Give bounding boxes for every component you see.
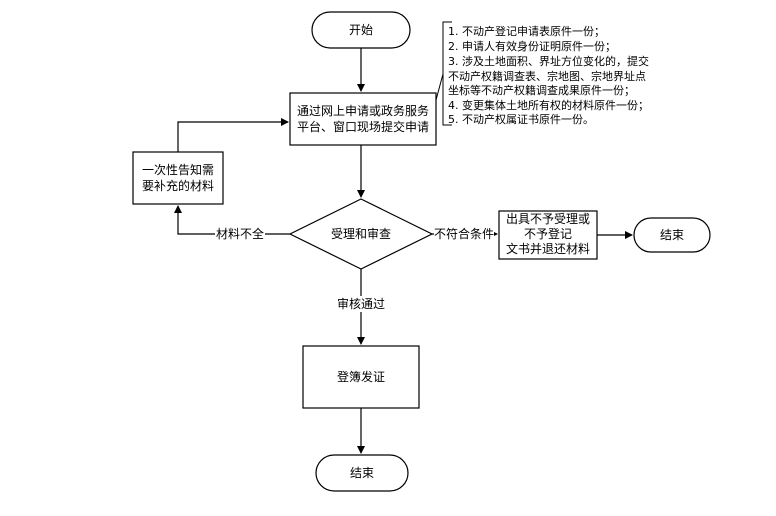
register-label: 登簿发证 — [336, 370, 385, 384]
reject-label-line2: 不予登记 — [523, 227, 572, 241]
end-bottom-terminator — [315, 454, 409, 492]
submit-label-line2: 平台、窗口现场提交申请 — [296, 120, 429, 134]
reject-box — [498, 210, 598, 260]
materials-note-line: 3. 涉及土地面积、界址方位变化的，提交 — [448, 55, 649, 68]
materials-note-line: 1. 不动产登记申请表原件一份； — [448, 25, 605, 38]
incomplete-materials-label: 材料不全 — [215, 227, 264, 241]
materials-note-line: 2. 申请人有效身份证明原件一份； — [448, 40, 616, 53]
start-label: 开始 — [348, 23, 373, 37]
materials-note-line: 不动产权籍调查表、宗地图、宗地界址点 — [448, 70, 646, 83]
notify-label-line1: 一次性告知需 — [141, 163, 214, 177]
arrow-notify-to-submit — [177, 118, 289, 152]
register-box — [302, 345, 420, 409]
end-right-label: 结束 — [659, 228, 684, 242]
materials-note-bracket — [442, 21, 452, 126]
submit-application-box — [289, 92, 437, 146]
materials-note-line: 5. 不动产权属证书原件一份。 — [448, 113, 594, 126]
end-right-terminator — [633, 217, 711, 253]
submit-label-line1: 通过网上申请或政务服务 — [296, 104, 429, 118]
reject-label-line3: 文书并退还材料 — [505, 242, 590, 256]
materials-note-line: 坐标等不动产权籍调查成果原件一份； — [448, 84, 635, 97]
review-label: 受理和审查 — [330, 227, 391, 241]
materials-note-line: 4. 变更集体土地所有权的材料原件一份； — [448, 99, 649, 112]
notify-label-line2: 要补充的材料 — [141, 179, 214, 193]
end-bottom-label: 结束 — [349, 466, 374, 480]
reject-label-line1: 出具不予受理或 — [505, 212, 590, 226]
approved-label: 审核通过 — [336, 297, 385, 311]
nonconforming-label: 不符合条件 — [433, 227, 494, 241]
materials-note-connector — [435, 73, 444, 101]
